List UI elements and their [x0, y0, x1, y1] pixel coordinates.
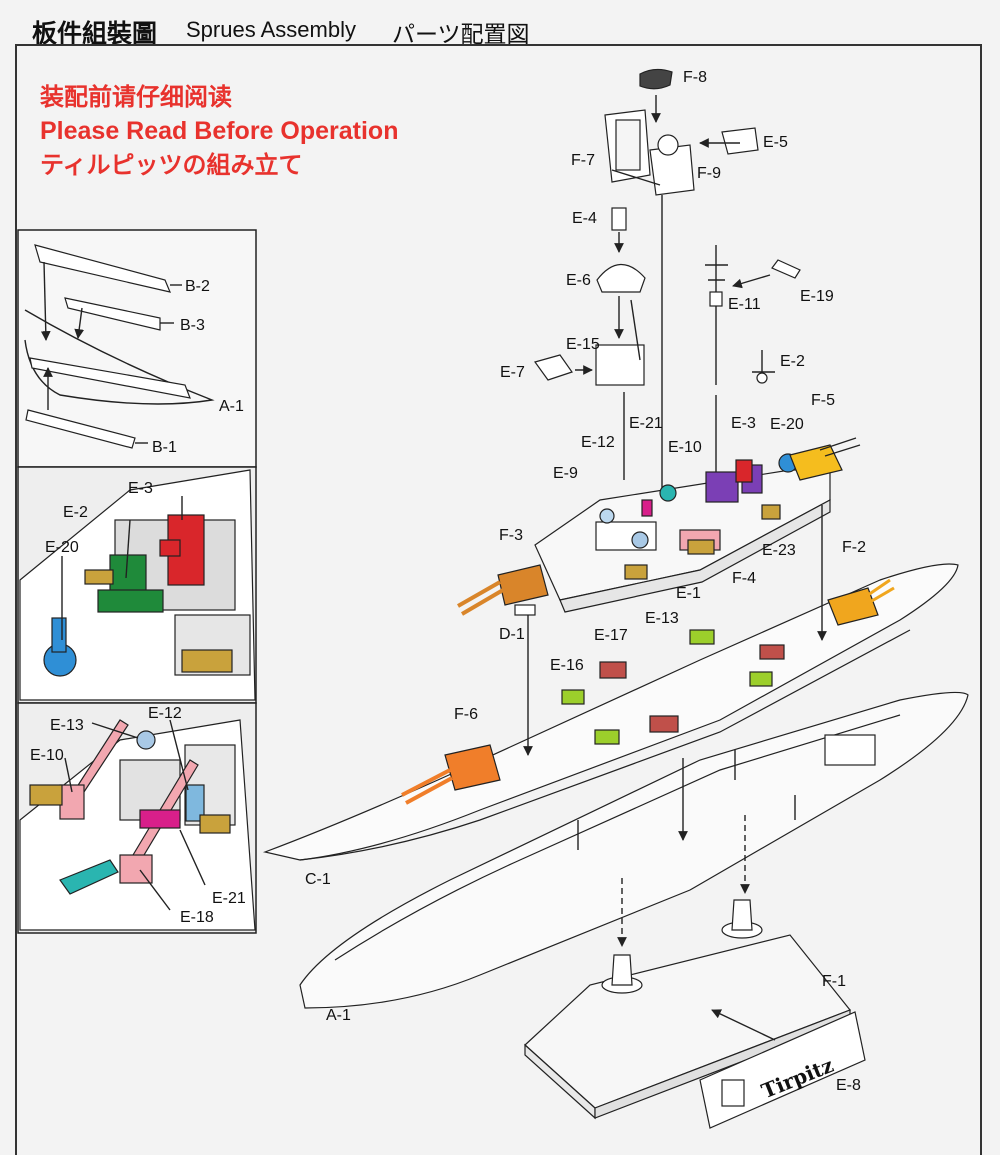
label-B-1: B-1: [152, 439, 177, 456]
inset-mast-drawing: [24, 244, 215, 449]
label-E-5: E-5: [763, 134, 788, 151]
turret-F-2: [827, 578, 895, 626]
inset-bridge-drawing: [19, 469, 256, 701]
label-B-2: B-2: [185, 278, 210, 295]
label-A-1-hull: A-1: [326, 1007, 351, 1024]
label-D-1: D-1: [499, 626, 525, 643]
label-C-1: C-1: [305, 871, 331, 888]
label-A-1-inset: A-1: [219, 398, 244, 415]
label-E-1: E-1: [676, 585, 701, 602]
label-F-5: F-5: [811, 392, 835, 409]
label-E-20-inset: E-20: [45, 539, 79, 556]
notice-japanese: ティルピッツの組み立て: [40, 151, 303, 179]
label-E-12-main: E-12: [581, 434, 615, 451]
part-E-3-red: [159, 514, 205, 586]
part-labels: F-8 F-7 F-9 E-5 E-4 E-6 E-15 E-7 E-11 E-…: [30, 69, 866, 1094]
header: 板件組裝圖 Sprues Assembly パーツ配置図: [0, 0, 1000, 48]
lower-hull: [299, 691, 969, 1009]
label-F-1: F-1: [822, 973, 846, 990]
label-E-4: E-4: [572, 210, 597, 227]
label-E-9: E-9: [553, 465, 578, 482]
label-E-8: E-8: [836, 1077, 861, 1094]
label-E-10-main: E-10: [668, 439, 702, 456]
label-E-10-inset: E-10: [30, 747, 64, 764]
label-E-2-main: E-2: [780, 353, 805, 370]
label-F-4: F-4: [732, 570, 756, 587]
part-E-2-green: [97, 554, 164, 613]
inset-tower-drawing: [19, 719, 256, 931]
label-E-12-inset: E-12: [148, 705, 182, 722]
label-E-3-main: E-3: [731, 415, 756, 432]
label-E-11: E-11: [728, 296, 761, 313]
label-E-18: E-18: [180, 909, 214, 926]
label-E-17: E-17: [594, 627, 628, 644]
label-E-21-main: E-21: [629, 415, 663, 432]
label-E-6: E-6: [566, 272, 591, 289]
hull-deck: [262, 563, 959, 861]
notice-chinese: 装配前请仔细阅读: [40, 83, 232, 111]
label-E-21-inset: E-21: [212, 890, 246, 907]
label-E-13-inset: E-13: [50, 717, 84, 734]
label-F-2: F-2: [842, 539, 866, 556]
label-B-3: B-3: [180, 317, 205, 334]
notice-english: Please Read Before Operation: [40, 117, 399, 145]
label-E-2-inset: E-2: [63, 504, 88, 521]
label-E-20-main: E-20: [770, 416, 804, 433]
turret-F-6: [401, 744, 501, 805]
label-F-9: F-9: [697, 165, 721, 182]
title-japanese: パーツ配置図: [392, 22, 530, 48]
display-stand: [524, 815, 851, 1120]
assembly-arrows: [523, 505, 827, 841]
label-E-19: E-19: [800, 288, 834, 305]
instruction-frame: [15, 44, 982, 1155]
label-E-7: E-7: [500, 364, 525, 381]
label-E-13-main: E-13: [645, 610, 679, 627]
secondary-turrets: [561, 629, 785, 745]
read-before-notice: 装配前请仔细阅读 Please Read Before Operation ティ…: [40, 80, 398, 182]
turret-F-5: [789, 437, 861, 481]
label-E-3-inset: E-3: [128, 480, 153, 497]
top-parts: [534, 68, 801, 500]
label-F-6: F-6: [454, 706, 478, 723]
title-chinese: 板件組裝圖: [32, 19, 158, 48]
superstructure-deck: [457, 437, 861, 616]
title-english: Sprues Assembly: [186, 17, 356, 42]
label-F-3: F-3: [499, 527, 523, 544]
label-F-8: F-8: [683, 69, 707, 86]
part-yellow-details: [84, 569, 233, 673]
label-F-7: F-7: [571, 152, 595, 169]
turret-F-3: [457, 564, 549, 616]
label-E-23: E-23: [762, 542, 796, 559]
label-E-16: E-16: [550, 657, 584, 674]
label-E-15: E-15: [566, 336, 600, 353]
